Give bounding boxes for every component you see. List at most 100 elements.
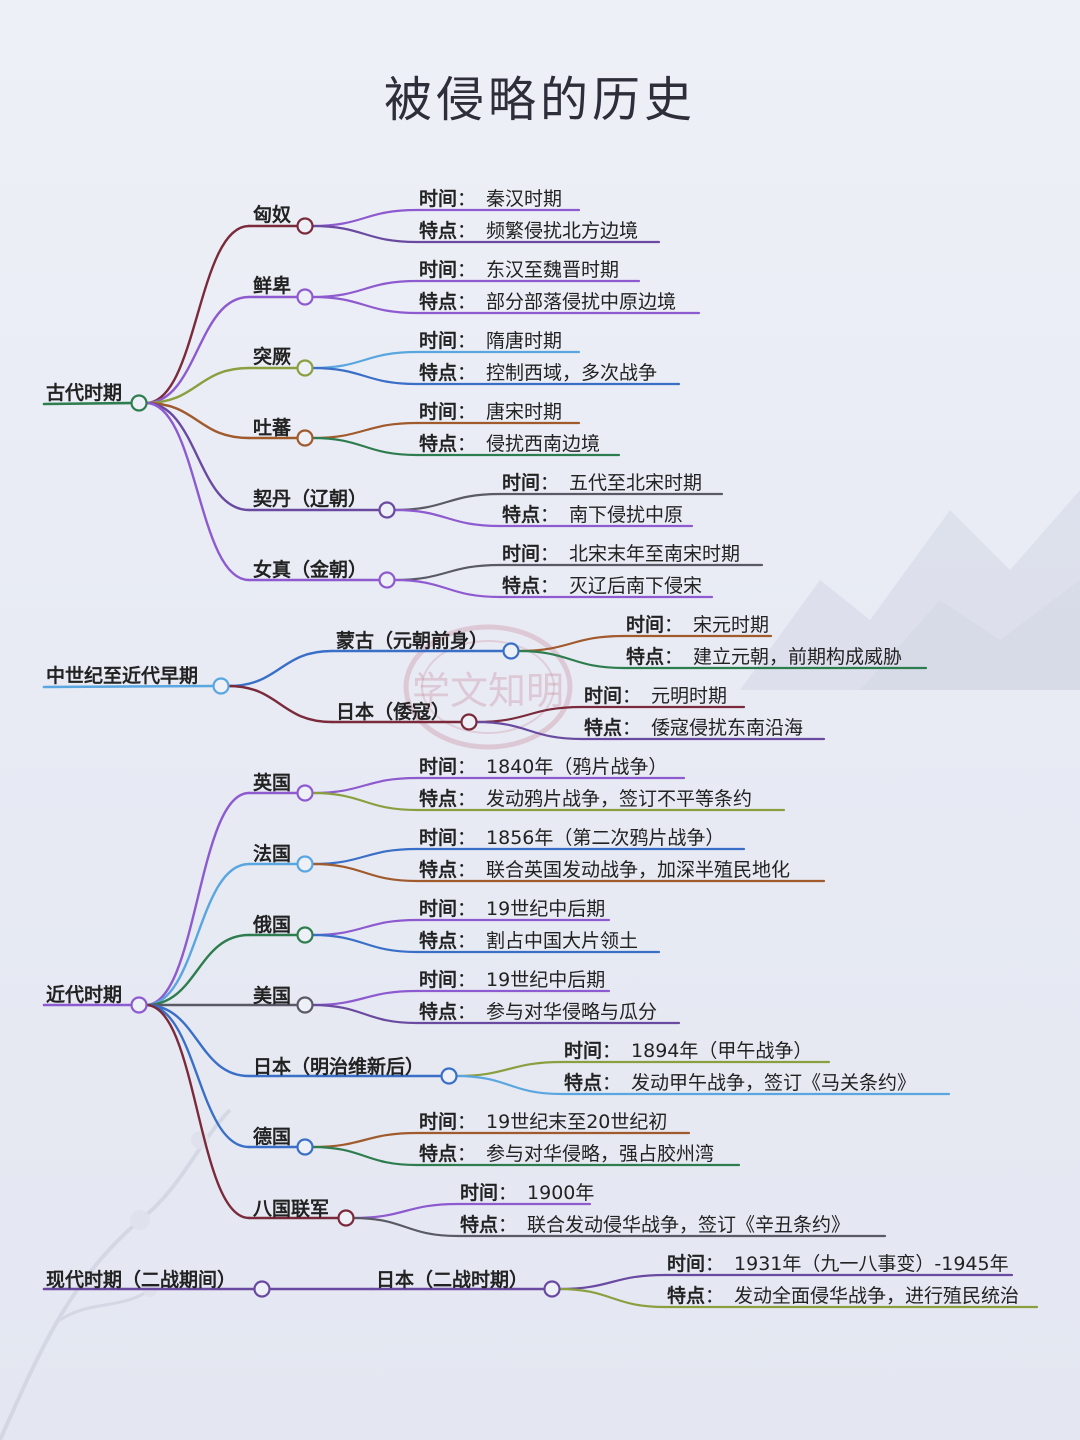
leaf-value: 元明时期 bbox=[651, 685, 728, 707]
node-label: 吐蕃 bbox=[253, 417, 292, 439]
leaf-time: 时间：宋元时期 bbox=[626, 610, 769, 637]
node-toggle[interactable] bbox=[378, 571, 396, 589]
leaf-separator: ： bbox=[622, 717, 642, 739]
node-toggle[interactable] bbox=[296, 855, 314, 873]
leaf-feature: 特点：灭辽后南下侵宋 bbox=[502, 571, 702, 598]
node-toggle[interactable] bbox=[460, 713, 478, 731]
node-toggle[interactable] bbox=[502, 642, 520, 660]
era-toggle[interactable] bbox=[130, 394, 148, 412]
leaf-value: 参与对华侵略，强占胶州湾 bbox=[486, 1143, 715, 1165]
node-label: 美国 bbox=[253, 985, 292, 1007]
node-toggle[interactable] bbox=[296, 926, 314, 944]
leaf-key: 时间 bbox=[419, 827, 458, 849]
leaf-separator: ： bbox=[457, 930, 477, 952]
leaf-key: 特点 bbox=[419, 291, 458, 313]
node-label: 法国 bbox=[253, 843, 292, 865]
node-toggle[interactable] bbox=[440, 1067, 458, 1085]
node-toggle[interactable] bbox=[337, 1209, 355, 1227]
node-toggle[interactable] bbox=[378, 501, 396, 519]
leaf-value: 19世纪中后期 bbox=[486, 898, 606, 920]
node-label: 八国联军 bbox=[253, 1198, 330, 1220]
node-label: 日本（二战时期） bbox=[376, 1269, 529, 1291]
leaf-value: 控制西域，多次战争 bbox=[486, 362, 658, 384]
leaf-key: 时间 bbox=[584, 685, 623, 707]
leaf-key: 特点 bbox=[460, 1214, 499, 1236]
leaf-key: 特点 bbox=[419, 220, 458, 242]
leaf-key: 特点 bbox=[502, 504, 541, 526]
leaf-key: 特点 bbox=[419, 362, 458, 384]
leaf-key: 时间 bbox=[419, 756, 458, 778]
leaf-time: 时间：1856年（第二次鸦片战争） bbox=[419, 823, 724, 850]
leaf-feature: 特点：联合英国发动战争，加深半殖民地化 bbox=[419, 855, 790, 882]
leaf-time: 时间：秦汉时期 bbox=[419, 184, 562, 211]
leaf-separator: ： bbox=[540, 504, 560, 526]
leaf-feature: 特点： 部分部落侵扰中原边境 bbox=[419, 287, 676, 314]
leaf-separator: ： bbox=[664, 614, 684, 636]
node-toggle[interactable] bbox=[296, 359, 314, 377]
leaf-time: 时间：1931年（九一八事变）-1945年 bbox=[667, 1249, 1009, 1276]
leaf-separator: ： bbox=[457, 1001, 477, 1023]
watermark-seal: 学文知明 bbox=[403, 624, 573, 750]
leaf-value: 北宋末年至南宋时期 bbox=[569, 543, 741, 565]
leaf-separator: ： bbox=[457, 1143, 477, 1165]
leaf-value: 侵扰西南边境 bbox=[486, 433, 601, 455]
era-toggle[interactable] bbox=[130, 996, 148, 1014]
leaf-feature: 特点：建立元朝，前期构成威胁 bbox=[626, 642, 902, 669]
leaf-feature: 特点： 倭寇侵扰东南沿海 bbox=[584, 713, 803, 740]
leaf-separator: ： bbox=[664, 646, 684, 668]
leaf-key: 特点 bbox=[564, 1072, 603, 1094]
leaf-feature: 特点： 割占中国大片领土 bbox=[419, 926, 638, 953]
node-label: 突厥 bbox=[253, 346, 292, 368]
leaf-separator: ： bbox=[498, 1182, 518, 1204]
node-toggle[interactable] bbox=[296, 996, 314, 1014]
era-toggle[interactable] bbox=[253, 1280, 271, 1298]
leaf-key: 时间 bbox=[502, 472, 541, 494]
leaf-value: 1900年 bbox=[527, 1182, 595, 1204]
node-toggle[interactable] bbox=[543, 1280, 561, 1298]
leaf-value: 东汉至魏晋时期 bbox=[486, 259, 620, 281]
node-label: 日本（明治维新后） bbox=[253, 1056, 425, 1078]
leaf-value: 割占中国大片领土 bbox=[486, 930, 639, 952]
leaf-separator: ： bbox=[540, 472, 560, 494]
leaf-separator: ： bbox=[457, 291, 477, 313]
era-label: 古代时期 bbox=[46, 382, 123, 404]
leaf-value: 灭辽后南下侵宋 bbox=[569, 575, 703, 597]
leaf-key: 时间 bbox=[419, 898, 458, 920]
leaf-key: 时间 bbox=[460, 1182, 499, 1204]
leaf-time: 时间：东汉至魏晋时期 bbox=[419, 255, 619, 282]
leaf-key: 时间 bbox=[419, 188, 458, 210]
leaf-feature: 特点： 控制西域，多次战争 bbox=[419, 358, 657, 385]
leaf-time: 时间： 19世纪中后期 bbox=[419, 894, 605, 921]
leaf-value: 唐宋时期 bbox=[486, 401, 563, 423]
node-label: 契丹（辽朝） bbox=[253, 488, 368, 510]
leaf-time: 时间：隋唐时期 bbox=[419, 326, 562, 353]
watermark-text: 学文知明 bbox=[412, 669, 564, 713]
era-label: 中世纪至近代早期 bbox=[46, 665, 199, 687]
leaf-value: 南下侵扰中原 bbox=[569, 504, 684, 526]
node-toggle[interactable] bbox=[296, 217, 314, 235]
leaf-time: 时间：1894年（甲午战争） bbox=[564, 1036, 812, 1063]
leaf-key: 特点 bbox=[419, 930, 458, 952]
node-toggle[interactable] bbox=[296, 429, 314, 447]
leaf-value: 倭寇侵扰东南沿海 bbox=[651, 717, 804, 739]
leaf-separator: ： bbox=[457, 898, 477, 920]
leaf-separator: ： bbox=[457, 188, 477, 210]
leaf-separator: ： bbox=[540, 575, 560, 597]
leaf-key: 时间 bbox=[564, 1040, 603, 1062]
node-toggle[interactable] bbox=[296, 784, 314, 802]
leaf-key: 特点 bbox=[419, 788, 458, 810]
leaf-key: 时间 bbox=[419, 969, 458, 991]
leaf-value: 部分部落侵扰中原边境 bbox=[486, 291, 677, 313]
leaf-feature: 特点： 南下侵扰中原 bbox=[502, 500, 683, 527]
leaf-separator: ： bbox=[457, 1111, 477, 1133]
leaf-separator: ： bbox=[602, 1040, 622, 1062]
leaf-feature: 特点：发动全面侵华战争，进行殖民统治 bbox=[667, 1281, 1019, 1308]
leaf-separator: ： bbox=[457, 433, 477, 455]
leaf-separator: ： bbox=[457, 969, 477, 991]
leaf-key: 时间 bbox=[419, 1111, 458, 1133]
node-toggle[interactable] bbox=[296, 288, 314, 306]
node-toggle[interactable] bbox=[296, 1138, 314, 1156]
leaf-separator: ： bbox=[457, 362, 477, 384]
era-toggle[interactable] bbox=[212, 677, 230, 695]
leaf-key: 特点 bbox=[584, 717, 623, 739]
